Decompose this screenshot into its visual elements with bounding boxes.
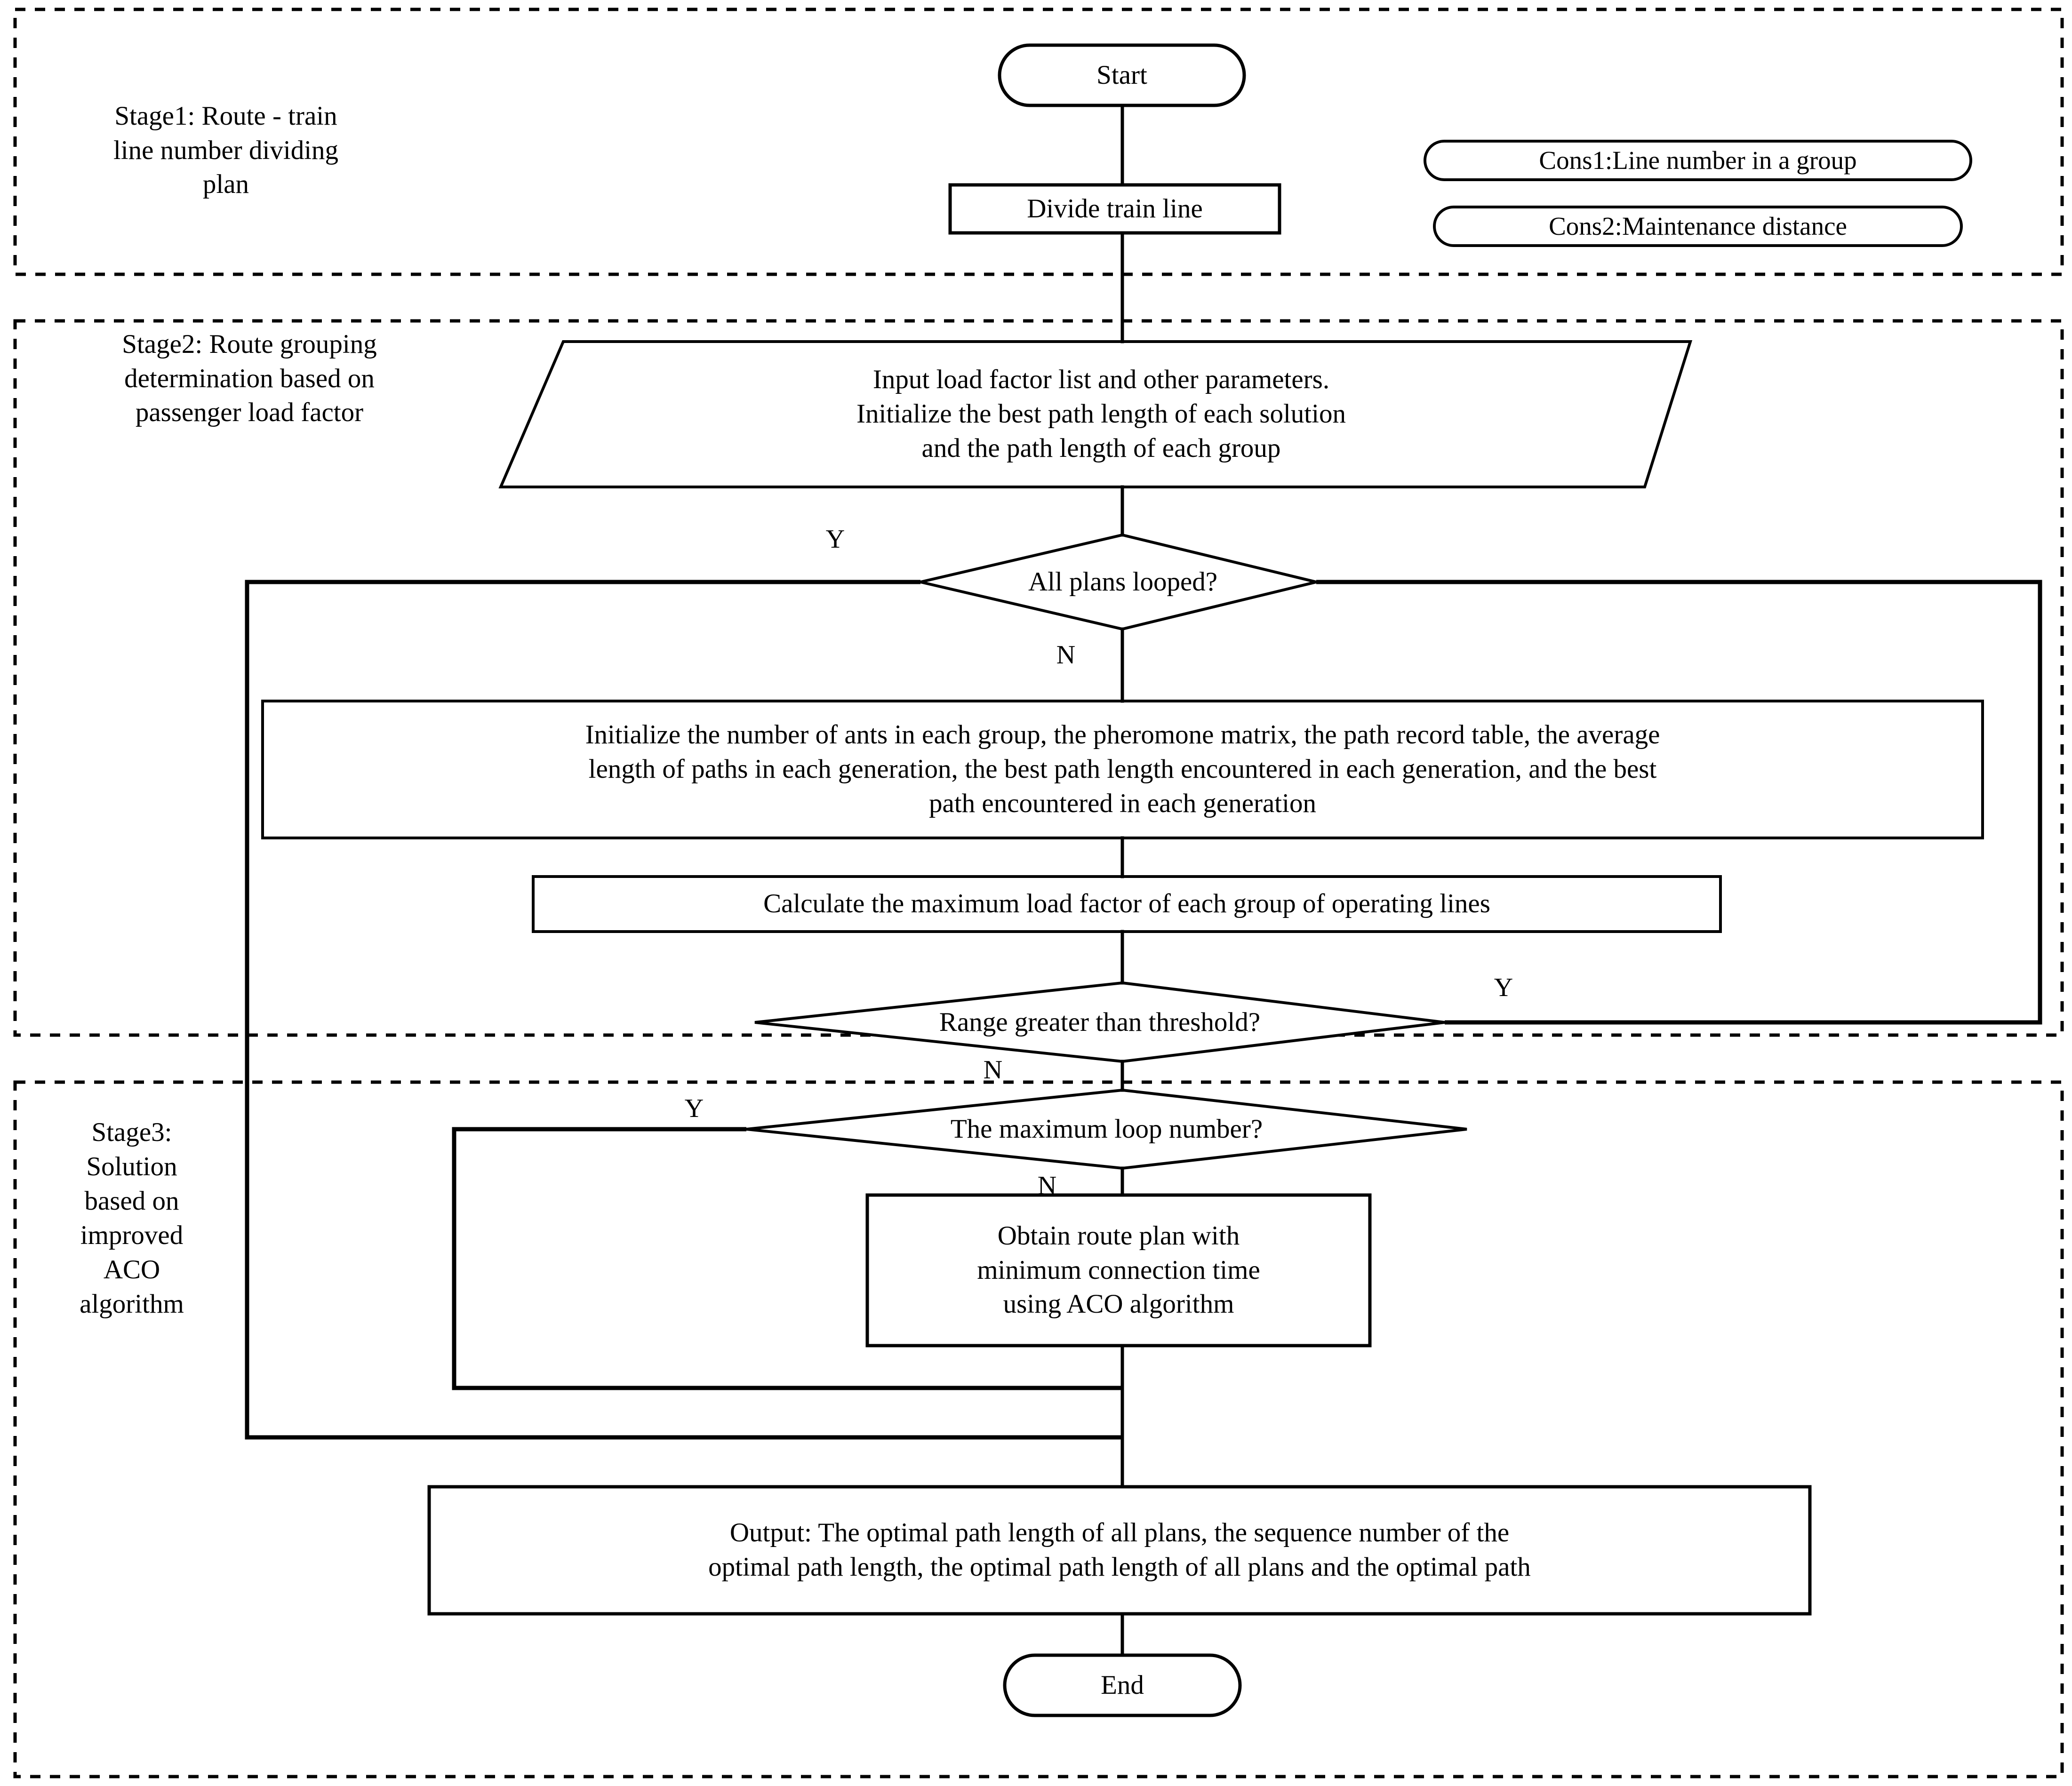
divide-node-shape	[948, 183, 1281, 235]
init-ants-node-shape	[261, 700, 1984, 839]
stage3-boundary	[13, 1080, 2064, 1778]
edge-allooped-yes-loopback	[245, 580, 1122, 1440]
end-node-shape	[1003, 1653, 1242, 1717]
cons1-bubble	[1424, 140, 1972, 181]
cons2-bubble	[1433, 206, 1963, 247]
edge-maxloop-yes-loopback	[452, 1127, 1122, 1390]
all-looped-node-shape	[920, 533, 1317, 631]
stage1-boundary	[13, 8, 2064, 276]
start-node-shape	[998, 43, 1246, 107]
max-loop-node-shape	[746, 1088, 1467, 1170]
input-node-shape	[498, 340, 1693, 488]
obtain-aco-node-shape	[865, 1193, 1372, 1347]
edge-rangethr-yes-loopback	[1316, 580, 2042, 1025]
range-thr-node-shape	[754, 981, 1445, 1063]
output-node-shape	[427, 1485, 1812, 1616]
calc-load-node-shape	[532, 875, 1722, 933]
